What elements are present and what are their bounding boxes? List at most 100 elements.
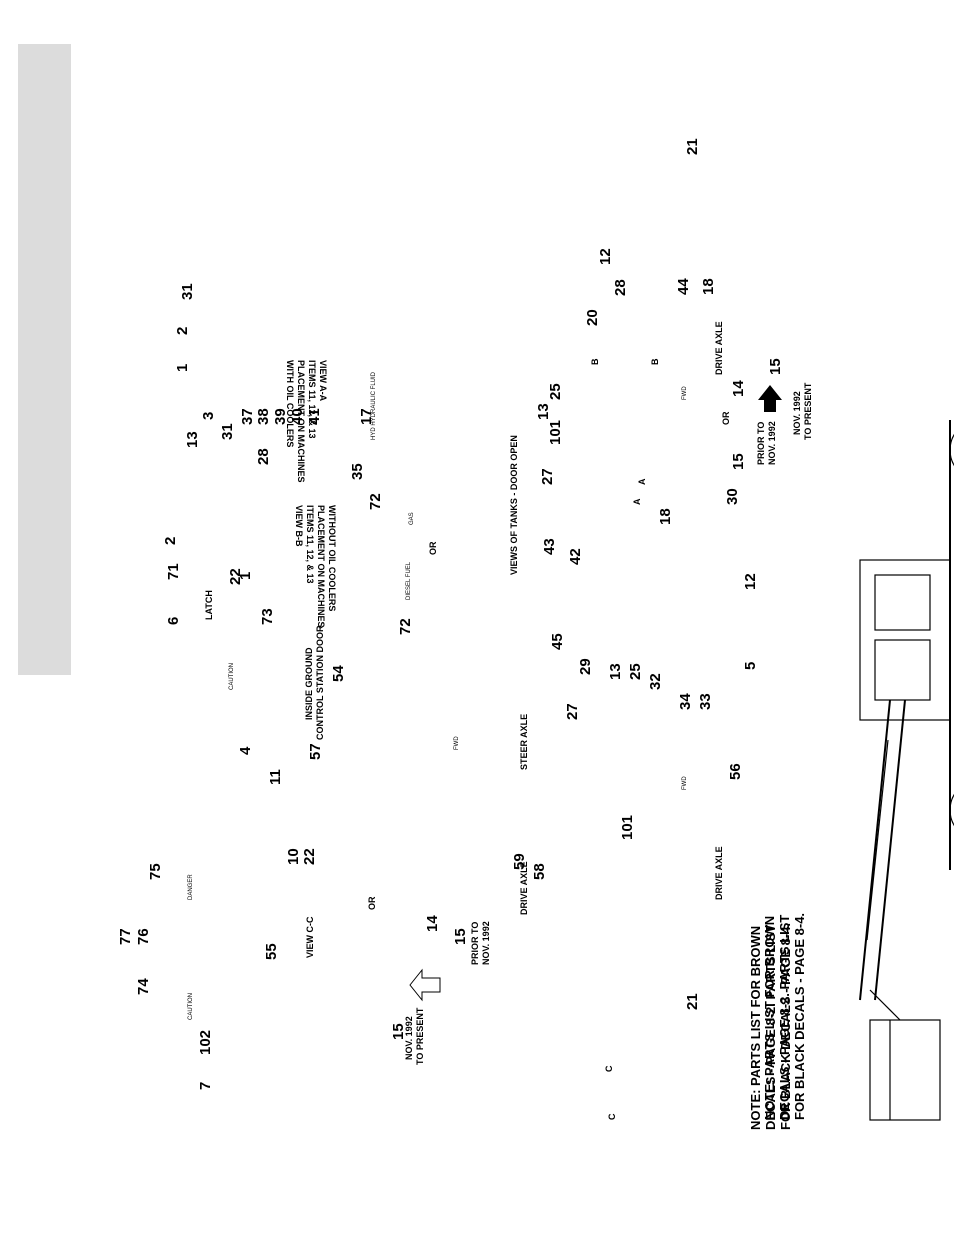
callout-14-right: 14 [730, 380, 747, 397]
callout-77: 77 [117, 928, 134, 945]
callout-20: 20 [584, 309, 601, 326]
callout-73: 73 [259, 608, 276, 625]
tanks-label: VIEWS OF TANKS - DOOR OPEN [509, 435, 519, 575]
note-line3: FOR BLACK DECALS - PAGE 8-4. [778, 923, 793, 1130]
callout-25: 25 [547, 383, 564, 400]
callout-72b: 72 [397, 618, 414, 635]
callout-72a: 72 [367, 493, 384, 510]
view-aa-line2: ITEMS 11, 12, & 13 [307, 360, 317, 439]
engine-grille [874, 639, 931, 701]
view-aa-line4: WITH OIL COOLERS [285, 360, 295, 447]
section-a-1: A [637, 478, 647, 485]
callout-31-bb: 31 [219, 423, 236, 440]
note-text-line3: FOR BLACK DECALS - PAGE 8-4. [792, 913, 807, 1120]
callout-28-bb: 28 [255, 448, 272, 465]
boom-stripe [866, 739, 889, 941]
callout-13-mid: 13 [535, 403, 552, 420]
fwd-decal-chassis: FWD [454, 736, 460, 750]
callout-29: 29 [577, 658, 594, 675]
or-label-2: OR [428, 541, 438, 555]
hyd-fluid-label: HYD HYDRAULIC FLUID [371, 371, 377, 440]
engine-hood [874, 574, 931, 631]
section-c-1: C [604, 1065, 614, 1072]
callout-42: 42 [567, 548, 584, 565]
nov1992-present-b-2: TO PRESENT [415, 1007, 425, 1065]
note-text-line2: DECALS - PAGE 8-2. PARTS LIST [777, 915, 792, 1120]
arrow-present-left [409, 968, 441, 1002]
callout-101-low: 101 [619, 815, 636, 840]
drive-axle-top: DRIVE AXLE [714, 321, 724, 375]
callout-71: 71 [165, 563, 182, 580]
callout-layer: 21 12 28 20 44 18 25 13 101 15 14 15 27 … [117, 138, 784, 1120]
view-bb-line4: WITHOUT OIL COOLERS [327, 505, 337, 611]
callout-1-bb: 1 [237, 572, 254, 580]
callout-15-left: 15 [390, 1023, 407, 1040]
danger-decal: DANGER [188, 874, 194, 900]
callout-102: 102 [197, 1030, 214, 1055]
view-aa-line1: VIEW A-A [318, 360, 328, 402]
callout-30: 30 [724, 488, 741, 505]
basket-arm [869, 989, 901, 1021]
callout-58: 58 [531, 863, 548, 880]
caution-decal-rail: CAUTION [188, 993, 194, 1020]
page-side-tab [18, 44, 71, 675]
callout-75: 75 [147, 863, 164, 880]
callout-7: 7 [197, 1082, 214, 1090]
callout-11: 11 [267, 769, 284, 785]
callout-10: 10 [285, 848, 302, 865]
fwd-decal-bottom: FWD [682, 776, 688, 790]
callout-39: 39 [272, 408, 289, 425]
callout-13-bb: 13 [184, 431, 201, 448]
callout-12-top: 12 [597, 248, 614, 265]
callout-17: 17 [358, 408, 375, 425]
callout-41: 41 [306, 408, 323, 425]
callout-57: 57 [307, 743, 324, 760]
view-cc-label: VIEW C-C [305, 916, 315, 958]
platform-basket [869, 1019, 941, 1121]
rotated-diagram: NOTE: PARTS LIST FOR BROWN DECALS - PAGE… [748, 419, 954, 1130]
section-a-2: A [632, 498, 642, 505]
callout-21-top: 21 [684, 138, 701, 155]
decal-text-layer: CAUTION DANGER CAUTION FWD FWD FWD [188, 386, 688, 1020]
arrow-layer [409, 385, 782, 1002]
note-line1: NOTE: PARTS LIST FOR BROWN [748, 926, 763, 1130]
drive-axle-chassis: DRIVE AXLE [519, 861, 529, 915]
callout-21-low: 21 [684, 993, 701, 1010]
callout-27-low: 27 [564, 703, 581, 720]
ground-control-line2: CONTROL STATION DOOR [315, 625, 325, 740]
callout-22: 22 [301, 848, 318, 865]
callout-74: 74 [135, 978, 152, 995]
callout-15-rightb: 15 [730, 453, 747, 470]
callout-2-bb: 2 [162, 537, 179, 545]
section-b-1: B [590, 358, 600, 365]
prior-b-2: NOV. 1992 [481, 921, 491, 965]
steer-axle: STEER AXLE [519, 714, 529, 770]
callout-27-top: 27 [539, 468, 556, 485]
turntable-box [859, 559, 951, 721]
callout-12-mid: 12 [742, 573, 759, 590]
callout-22-bb: 22 [227, 568, 244, 585]
nov1992-present-b-1: NOV. 1992 [404, 1016, 414, 1060]
boom-upper [859, 699, 891, 1001]
note-text-line1: NOTE: PARTS LIST FOR BROWN [762, 916, 777, 1120]
section-b-2: B [650, 358, 660, 365]
callout-34: 34 [677, 693, 694, 710]
callout-15-leftb: 15 [452, 928, 469, 945]
callout-45: 45 [549, 633, 566, 650]
callout-101-top: 101 [547, 420, 564, 445]
callout-28: 28 [612, 279, 629, 296]
callout-38: 38 [255, 408, 272, 425]
callout-18-top: 18 [700, 278, 717, 295]
view-bb-line3: PLACEMENT ON MACHINES [316, 505, 326, 628]
callout-15-right: 15 [767, 358, 784, 375]
callout-33: 33 [697, 693, 714, 710]
view-bb-line2: ITEMS 11, 12, & 13 [305, 505, 315, 584]
callout-32: 32 [647, 673, 664, 690]
arrow-present-right [758, 385, 782, 412]
callout-54: 54 [330, 665, 347, 682]
callout-31-aa: 31 [179, 283, 196, 300]
callout-2-aa: 2 [174, 327, 191, 335]
callout-35: 35 [349, 463, 366, 480]
callout-18-mid: 18 [657, 508, 674, 525]
callout-56: 56 [727, 763, 744, 780]
